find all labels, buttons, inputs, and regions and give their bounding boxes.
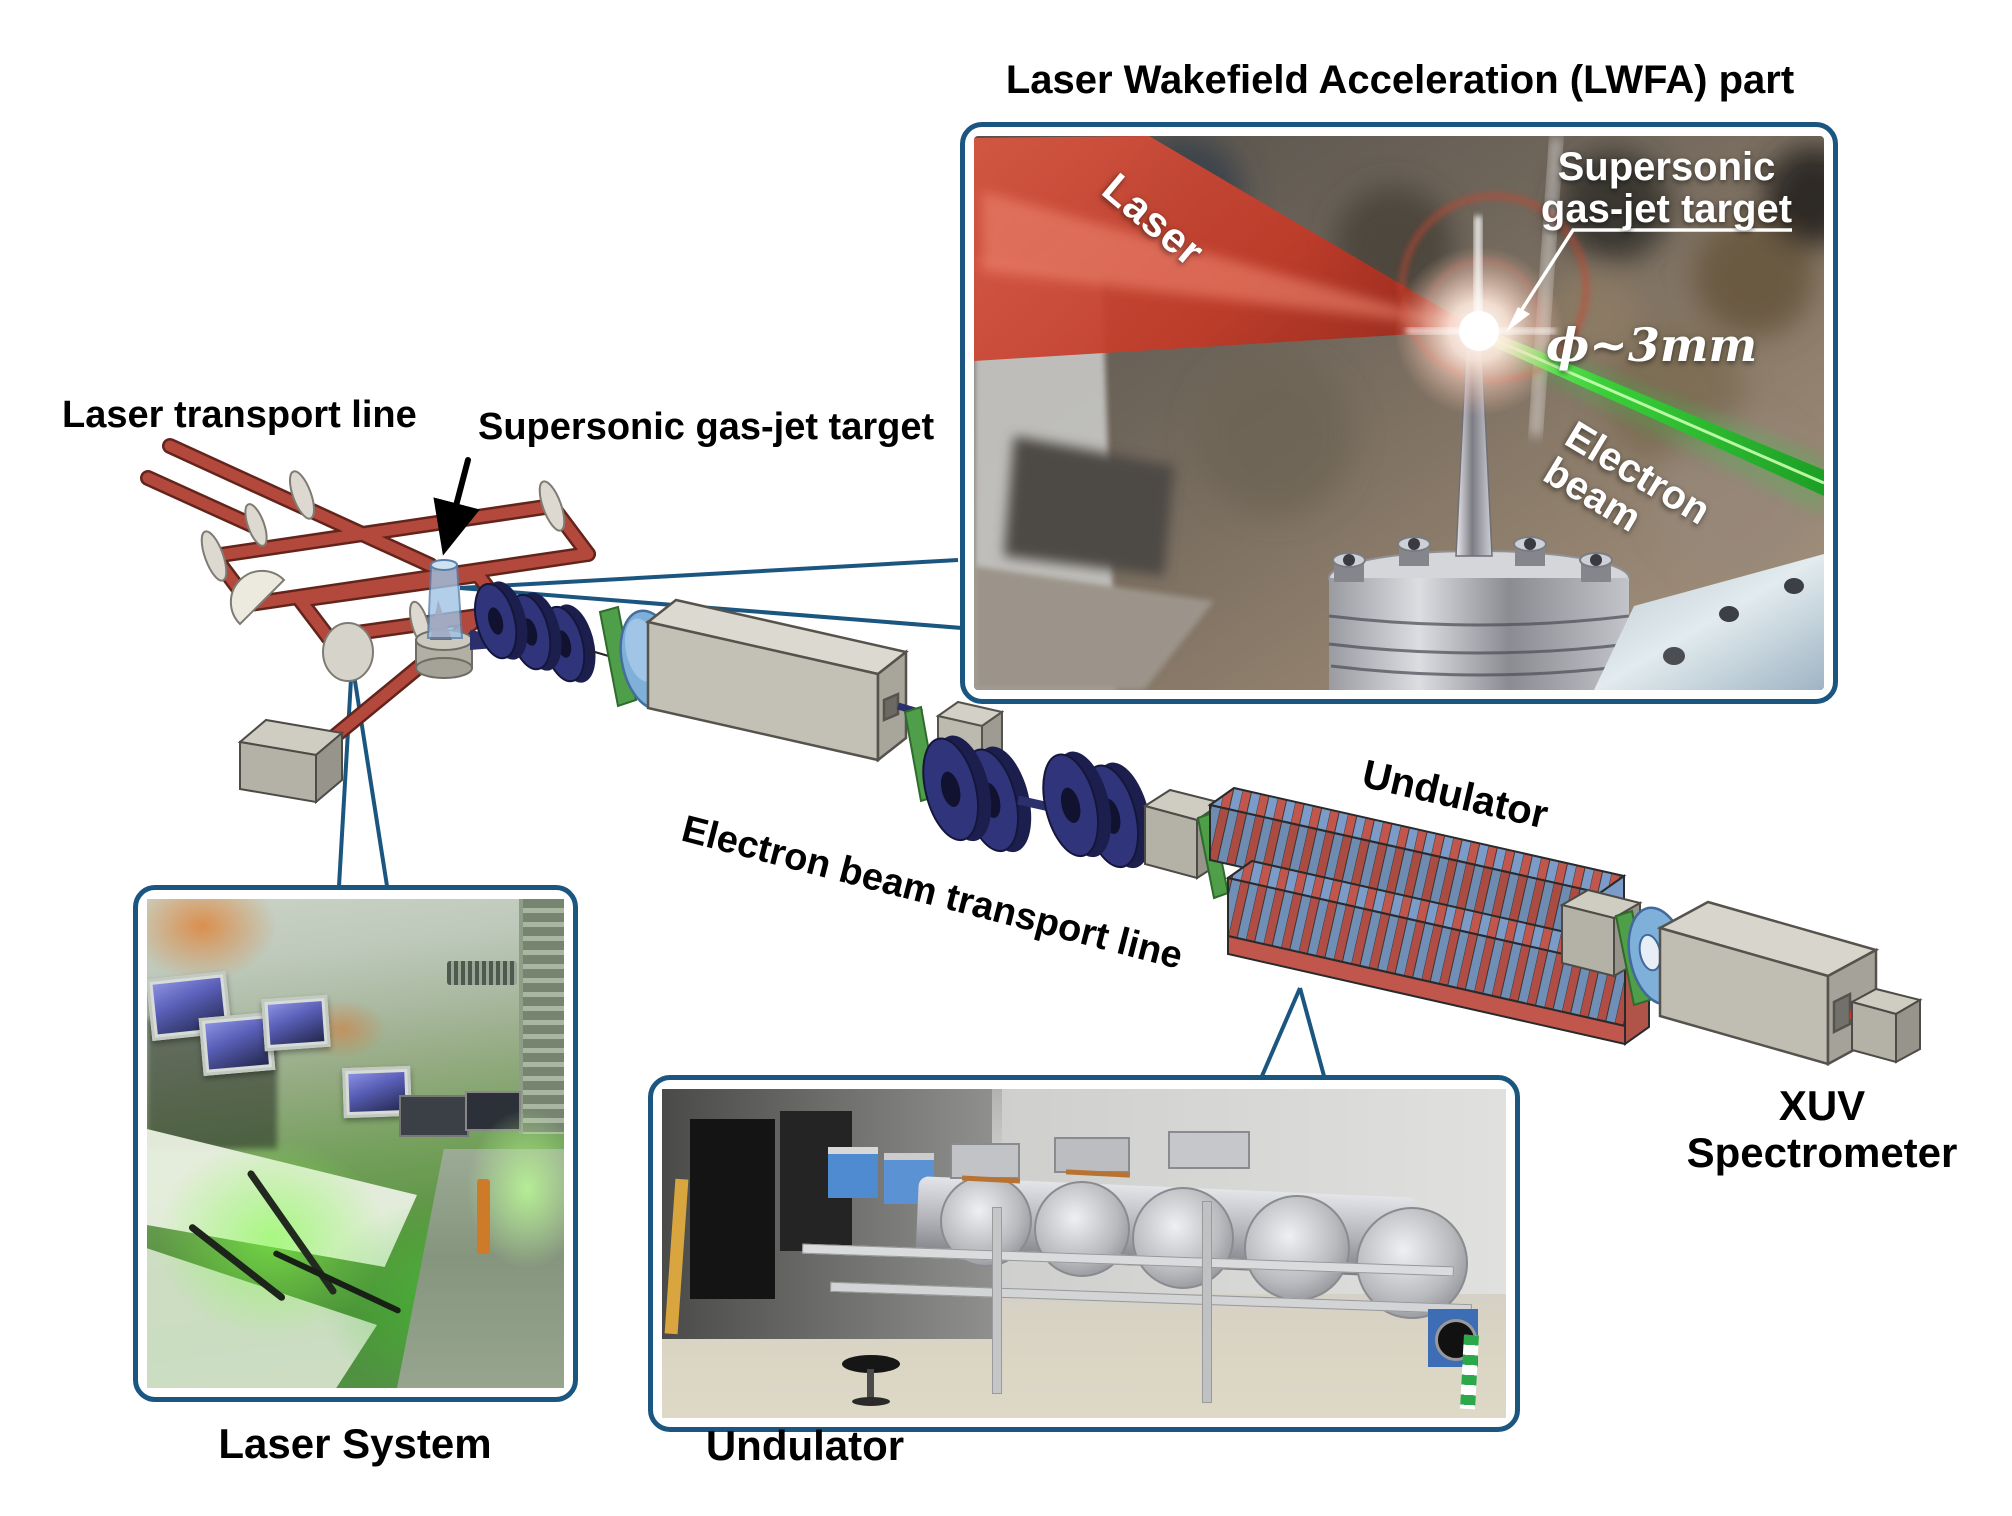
laser-system-inset <box>133 885 578 1402</box>
solenoid-magnet-triplet <box>474 581 596 683</box>
caption-undulator: Undulator <box>705 1422 905 1469</box>
photo-orange-post <box>477 1179 490 1254</box>
chamber-box <box>645 598 909 763</box>
photo-display-panel <box>399 1095 469 1137</box>
electron-beamline <box>470 581 1923 1067</box>
target-leader-arrow <box>1506 228 1792 332</box>
gas-jet-target <box>415 559 473 679</box>
photo-ceiling-vent <box>447 961 517 985</box>
undulator-photo <box>662 1089 1506 1418</box>
photo-flange <box>1244 1195 1350 1301</box>
label-diameter: ϕ~3mm <box>1546 318 1758 372</box>
photo-blue-module <box>828 1147 878 1198</box>
undulator-inset <box>648 1075 1520 1432</box>
flange-bolts <box>1332 536 1613 582</box>
photo-monitor <box>261 994 331 1052</box>
photo-stool-seat <box>842 1355 900 1373</box>
label-xuv-spectrometer: XUV Spectrometer <box>1672 1082 1972 1176</box>
lwfa-inset: Laser Supersonic gas-jet target ϕ~3mm El… <box>960 122 1838 704</box>
lwfa-photo-art <box>974 136 1824 690</box>
photo-stool-base <box>852 1397 890 1406</box>
label-supersonic-line2: gas-jet target <box>1540 187 1793 231</box>
label-supersonic-target: Supersonic gas-jet target <box>1514 146 1819 230</box>
photo-top-actuator <box>950 1143 1020 1179</box>
photo-frame-post <box>1202 1201 1212 1403</box>
label-gas-jet-target: Supersonic gas-jet target <box>478 406 935 448</box>
label-laser-transport-line: Laser transport line <box>62 394 417 436</box>
caption-laser-system: Laser System <box>218 1420 492 1467</box>
label-xuv-line1: XUV <box>1778 1082 1866 1129</box>
beamline-end-cube <box>1849 987 1923 1064</box>
photo-top-actuator <box>1168 1131 1250 1169</box>
photo-equipment-rack <box>690 1119 775 1299</box>
label-xuv-line2: Spectrometer <box>1686 1129 1958 1177</box>
lwfa-photo: Laser Supersonic gas-jet target ϕ~3mm El… <box>974 136 1824 690</box>
laser-system-photo <box>147 899 564 1388</box>
undulator-callout-lines <box>1260 987 1326 1077</box>
page-title: Laser Wakefield Acceleration (LWFA) part <box>1005 58 1795 102</box>
photo-cable-tray <box>519 899 564 1134</box>
photo-frame-post <box>992 1207 1002 1394</box>
gas-jet-arrow <box>433 457 480 556</box>
photo-stool-leg <box>867 1369 874 1399</box>
undulator-magnet-blocks <box>1207 786 1652 1046</box>
dipole-magnet-pair-2 <box>1042 751 1152 869</box>
photo-top-actuator <box>1054 1137 1130 1173</box>
photo-flange <box>1132 1187 1234 1289</box>
label-supersonic-line1: Supersonic <box>1557 145 1776 189</box>
dipole-magnet-pair-1 <box>922 735 1032 853</box>
xuv-spectrometer-box <box>1656 900 1880 1067</box>
laser-dump-cube <box>237 718 345 805</box>
laser-system-callout-lines <box>337 661 389 887</box>
photo-table <box>974 566 1214 690</box>
photo-dark-equipment <box>1004 436 1174 576</box>
photo-flange-plate <box>1594 554 1824 690</box>
electron-beam-ray <box>1479 326 1824 496</box>
